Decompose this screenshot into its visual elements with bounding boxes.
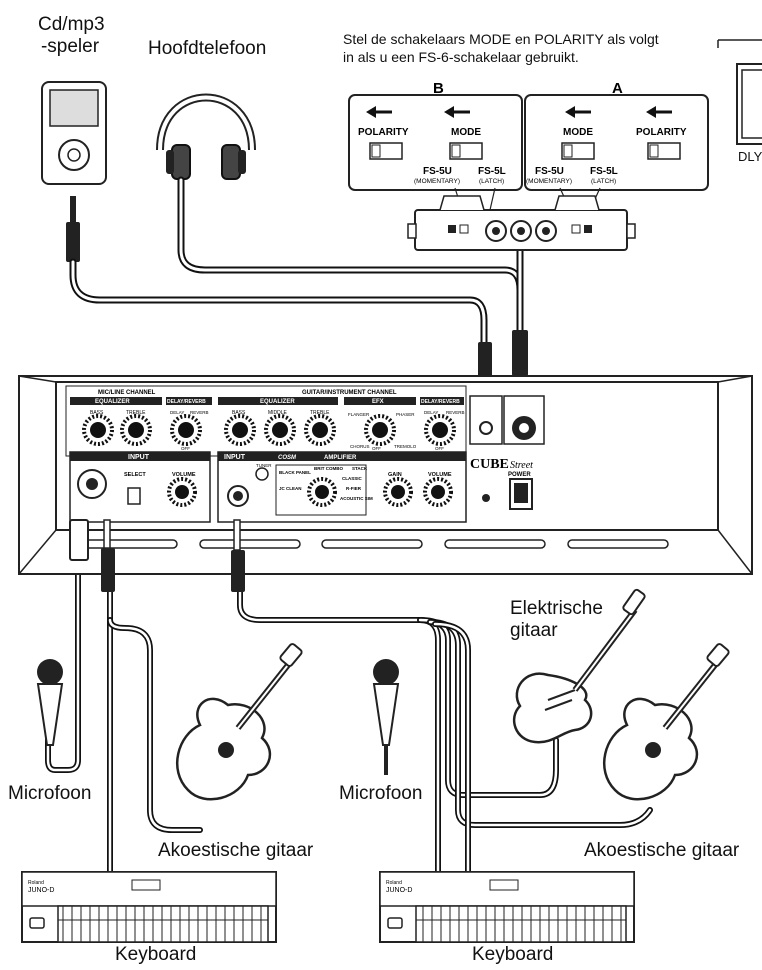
amp-brit-combo: BRIT COMBO [314,466,343,471]
amp-reverb-gtr: REVERB [446,410,465,415]
amp-treble-gtr: TREBLE [310,410,330,416]
acoustic-right-label: Akoestische gitaar [584,840,740,861]
amp-treble-mic: TREBLE [126,410,146,416]
cd-player-label: Cd/mp3 -speler [38,14,105,58]
amp-bass-mic: BASS [90,410,104,416]
amp-delay-gtr: DELAY [424,410,438,415]
amp-power: POWER [508,472,531,478]
amp-off-mic: OFF [181,446,190,451]
amp-reverb-mic: REVERB [190,410,209,415]
fs-a-mode: MODE [563,127,593,138]
keyboard-left-label: Keyboard [115,944,197,965]
amp-black-panel: BLACK PANEL [279,470,311,475]
amp-tremolo: TREMOLO [394,444,417,449]
plugs-bottom [69,519,245,592]
cd-player-label-line1: Cd/mp3 [38,14,105,35]
amp-efx: EFX [372,399,384,405]
electric-guitar-label: Elektrische gitaar [510,598,603,642]
amp-eq-gtr: EQUALIZER [260,399,295,405]
cd-player-icon [41,81,107,185]
fs-a-polarity: POLARITY [636,127,687,138]
instruction-note: Stel de schakelaars MODE en POLARITY als… [343,30,659,66]
amp-delrev-gtr: DELAY/REVERB [421,399,460,405]
fs-a-fs5u: FS-5U [535,166,564,177]
fs-a-fs5l: FS-5L [590,166,618,177]
mic-right-label: Microfoon [339,783,423,804]
amp-off-efx: OFF [372,446,381,451]
keyboard-left-model: JUNO-D [28,887,54,894]
cd-jack-icon [66,196,80,262]
fs-section-b: B [433,80,444,97]
instruction-line2: in als u een FS-6-schakelaar gebruikt. [343,49,579,65]
amp-stack: STACK [352,466,368,471]
fs-b-polarity: POLARITY [358,127,409,138]
amplifier [18,375,753,575]
keyboard-right-label: Keyboard [472,944,554,965]
electric-guitar-label-line1: Elektrische [510,598,603,619]
amp-input-mic: INPUT [128,454,150,461]
electric-guitar-label-line2: gitaar [510,620,558,641]
keyboard-right-brand: Roland [386,880,402,886]
amp-cosm: COSM [278,455,297,461]
partial-pedal [717,39,762,145]
amp-brand: CUBE [470,457,509,472]
amp-cosm-amplifier: AMPLIFIER [324,455,357,461]
amp-off-gtr: OFF [435,446,444,451]
amp-volume-mic: VOLUME [172,472,196,478]
fs-b-fs5l: FS-5L [478,166,506,177]
amp-middle-gtr: MIDDLE [268,410,288,416]
amp-rfier: R-FIER [346,486,362,491]
headphones-label: Hoofdtelefoon [148,38,267,59]
footswitch-settings [348,94,709,251]
electric-guitar-icon [512,588,646,744]
fs-b-mode: MODE [451,127,481,138]
acoustic-guitar-left-icon [175,643,303,801]
fs-a-fs5u-sub: (MOMENTARY) [526,178,572,185]
keyboard-right-icon [379,871,635,943]
amp-brand-script: Street [510,460,533,471]
fs-section-a: A [612,80,623,97]
amp-select: SELECT [124,472,146,478]
dly-partial-label: DLY [738,149,762,164]
amp-tuner: TUNER [256,463,272,468]
fs-b-fs5l-sub: (LATCH) [479,178,504,185]
acoustic-guitar-right-icon [602,643,730,801]
amp-delay-mic: DELAY [170,410,184,415]
amp-jc-clean: JC CLEAN [279,486,302,491]
microphone-left-icon [36,659,64,746]
microphone-right-icon [372,659,400,775]
keyboard-left-icon [21,871,277,943]
amp-acoustic-sim: ACOUSTIC SIM [340,496,373,501]
fs-b-fs5u: FS-5U [423,166,452,177]
amp-input-gtr: INPUT [224,454,246,461]
mic-left-label: Microfoon [8,783,92,804]
fs-a-fs5l-sub: (LATCH) [591,178,616,185]
cables [45,176,653,883]
amp-guitar-channel: GUITAR/INSTRUMENT CHANNEL [302,390,397,396]
keyboard-left-brand: Roland [28,880,44,886]
headphones-icon [156,93,256,180]
amp-gain: GAIN [388,472,402,478]
amp-mic-channel: MIC/LINE CHANNEL [98,390,156,396]
amp-flanger: FLANGER [348,412,370,417]
amp-bass-gtr: BASS [232,410,246,416]
fs-b-fs5u-sub: (MOMENTARY) [414,178,460,185]
amp-eq-mic: EQUALIZER [95,399,130,405]
amp-phaser: PHASER [396,412,415,417]
cd-player-label-line2: -speler [40,36,100,57]
instruction-line1: Stel de schakelaars MODE en POLARITY als… [343,31,659,47]
amp-classic: CLASSIC [342,476,363,481]
amp-delrev-mic: DELAY/REVERB [167,399,206,405]
acoustic-left-label: Akoestische gitaar [158,840,314,861]
amp-chorus: CHORUS [350,444,370,449]
amp-volume-gtr: VOLUME [428,472,452,478]
keyboard-right-model: JUNO-D [386,887,412,894]
